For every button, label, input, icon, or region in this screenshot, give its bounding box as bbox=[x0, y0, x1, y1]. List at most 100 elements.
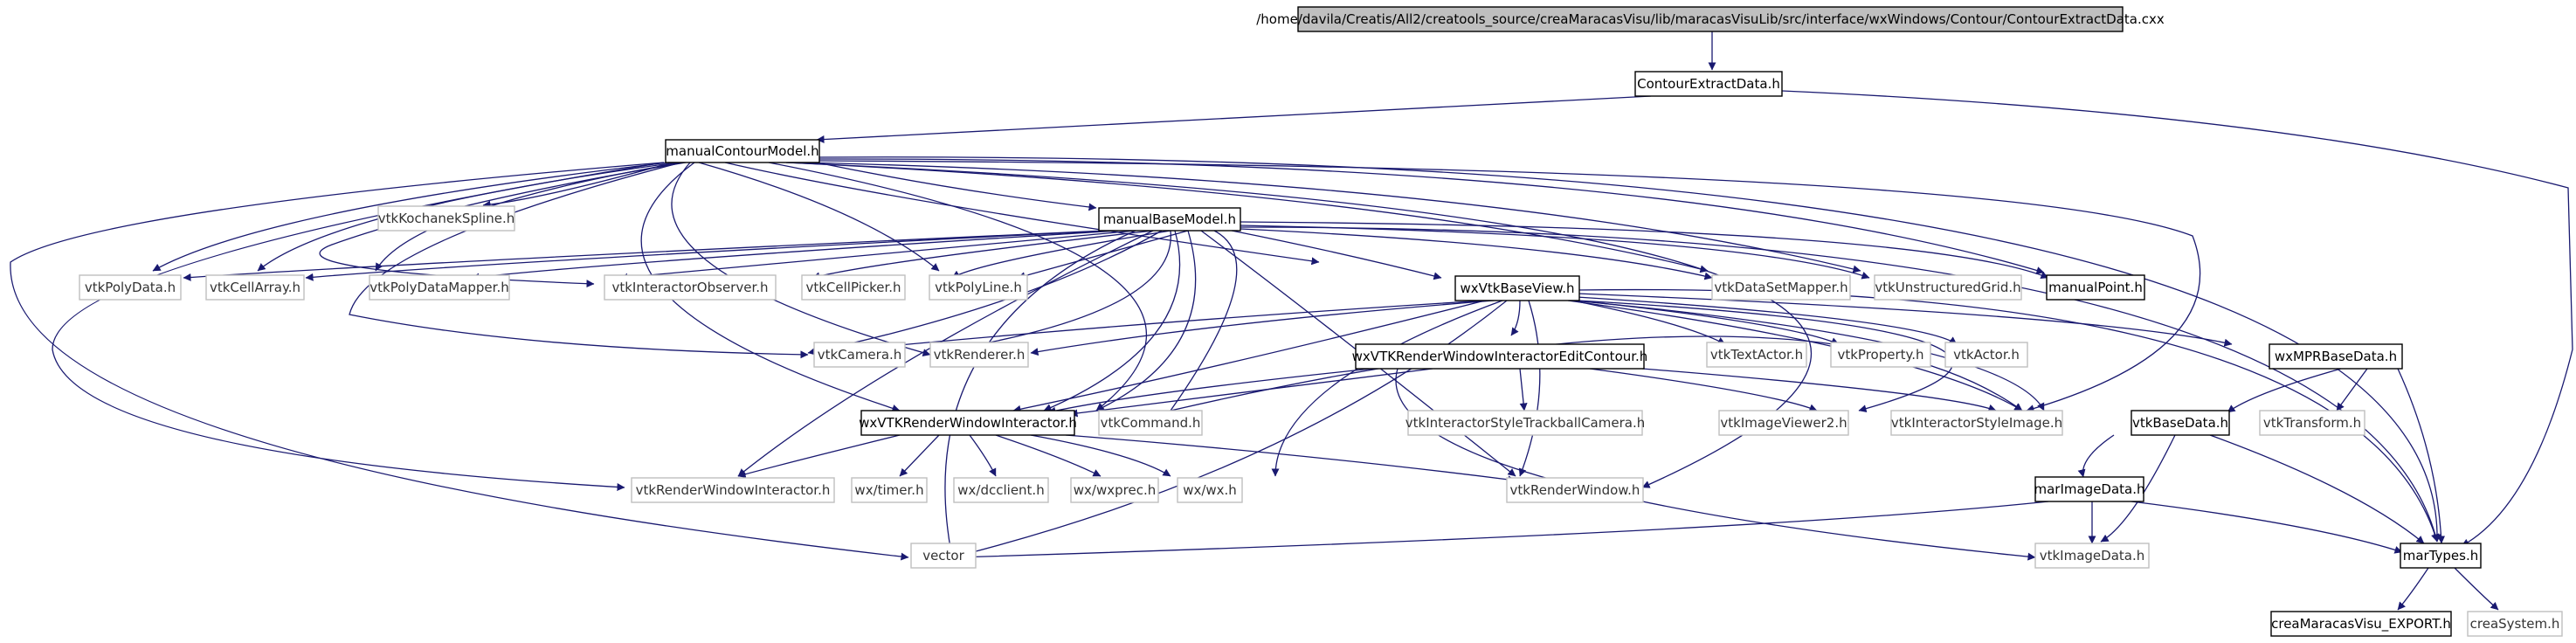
node-crea-system-h[interactable]: creaSystem.h bbox=[2467, 611, 2563, 637]
svg-text:vtkKochanekSpline.h: vtkKochanekSpline.h bbox=[378, 211, 515, 226]
edge bbox=[319, 162, 687, 288]
edge bbox=[471, 230, 1119, 281]
node-vtk-image-viewer2-h[interactable]: vtkImageViewer2.h bbox=[1718, 410, 1849, 436]
node-vtk-command-h[interactable]: vtkCommand.h bbox=[1098, 410, 1203, 436]
node-wx-vtk-base-view-h[interactable]: wxVtkBaseView.h bbox=[1454, 275, 1580, 301]
edge bbox=[811, 230, 1154, 280]
node-vtk-poly-line-h[interactable]: vtkPolyLine.h bbox=[929, 274, 1028, 301]
svg-text:vtkDataSetMapper.h: vtkDataSetMapper.h bbox=[1714, 280, 1847, 295]
edge bbox=[1240, 226, 2440, 543]
svg-text:vtkInteractorObserver.h: vtkInteractorObserver.h bbox=[611, 280, 768, 295]
edge bbox=[2227, 368, 2342, 413]
node-vtk-transform-h[interactable]: vtkTransform.h bbox=[2259, 410, 2365, 436]
node-wx-dcclient-h[interactable]: wx/dcclient.h bbox=[953, 477, 1049, 503]
edge bbox=[956, 501, 2049, 562]
svg-text:vtkProperty.h: vtkProperty.h bbox=[1837, 347, 1923, 363]
dependency-nodes: /home/davila/Creatis/All2/creatools_sour… bbox=[79, 6, 2563, 637]
edge bbox=[1240, 228, 1713, 280]
edge bbox=[811, 158, 2045, 274]
svg-text:ContourExtractData.h: ContourExtractData.h bbox=[1637, 76, 1780, 92]
edge bbox=[1030, 300, 1495, 356]
node-wx-vtk-rwi-edit-contour-h[interactable]: wxVTKRenderWindowInteractorEditContour.h bbox=[1352, 343, 1648, 370]
edge bbox=[1641, 368, 1997, 412]
edge bbox=[816, 156, 2441, 543]
node-manual-base-model-h[interactable]: manualBaseModel.h bbox=[1098, 207, 1241, 232]
node-wx-mpr-base-data-h[interactable]: wxMPRBaseData.h bbox=[2269, 343, 2403, 370]
node-vtk-actor-h[interactable]: vtkActor.h bbox=[1944, 342, 2028, 368]
svg-text:vtkInteractorStyleImage.h: vtkInteractorStyleImage.h bbox=[1891, 415, 2062, 431]
svg-text:vtkImageData.h: vtkImageData.h bbox=[2040, 548, 2145, 563]
svg-text:wx/wxprec.h: wx/wxprec.h bbox=[1074, 482, 1156, 498]
svg-text:vtkUnstructuredGrid.h: vtkUnstructuredGrid.h bbox=[1875, 280, 2020, 295]
edge bbox=[2131, 501, 2403, 554]
svg-text:wx/timer.h: wx/timer.h bbox=[854, 482, 923, 498]
node-vtk-interactor-style-trackball-camera-h[interactable]: vtkInteractorStyleTrackballCamera.h bbox=[1405, 410, 1645, 436]
edge bbox=[10, 162, 909, 561]
edge bbox=[768, 162, 1147, 411]
node-manual-point-h[interactable]: manualPoint.h bbox=[2046, 274, 2145, 301]
edge bbox=[803, 162, 1861, 273]
edge bbox=[619, 230, 1136, 281]
node-vtk-poly-data-mapper-h[interactable]: vtkPolyDataMapper.h bbox=[369, 274, 510, 301]
node-crea-maracas-visu-export-h[interactable]: creaMaracasVisu_EXPORT.h bbox=[2270, 611, 2452, 637]
edge bbox=[737, 230, 1154, 477]
node-vtk-kochanek-spline-h[interactable]: vtkKochanekSpline.h bbox=[377, 205, 515, 232]
svg-text:creaMaracasVisu_EXPORT.h: creaMaracasVisu_EXPORT.h bbox=[2271, 616, 2451, 633]
node-wx-timer-h[interactable]: wx/timer.h bbox=[851, 477, 928, 503]
node-vtk-render-window-interactor-h[interactable]: vtkRenderWindowInteractor.h bbox=[631, 477, 835, 503]
node-vtk-camera-h[interactable]: vtkCamera.h bbox=[813, 342, 906, 368]
svg-text:manualBaseModel.h: manualBaseModel.h bbox=[1103, 211, 1236, 227]
node-vtk-base-data-h[interactable]: vtkBaseData.h bbox=[2131, 410, 2230, 436]
edge bbox=[1095, 230, 1197, 411]
node-contour-extract-data-h[interactable]: ContourExtractData.h bbox=[1634, 71, 1783, 97]
edge bbox=[1571, 300, 1726, 345]
edge bbox=[1047, 368, 1372, 415]
node-vtk-poly-data-h[interactable]: vtkPolyData.h bbox=[79, 274, 182, 301]
node-root-source-file[interactable]: /home/davila/Creatis/All2/creatools_sour… bbox=[1256, 6, 2165, 32]
edge bbox=[816, 160, 2201, 412]
svg-text:vtkTransform.h: vtkTransform.h bbox=[2263, 415, 2361, 431]
edge bbox=[995, 434, 1102, 477]
node-manual-contour-model-h[interactable]: manualContourModel.h bbox=[665, 139, 820, 163]
node-vtk-render-window-h[interactable]: vtkRenderWindow.h bbox=[1506, 477, 1644, 503]
edge bbox=[816, 95, 1652, 144]
node-wx-wxprec-h[interactable]: wx/wxprec.h bbox=[1070, 477, 1159, 503]
edge bbox=[1395, 368, 2036, 561]
edge bbox=[969, 434, 997, 477]
node-vtk-text-actor-h[interactable]: vtkTextActor.h bbox=[1706, 342, 1807, 368]
svg-text:marTypes.h: marTypes.h bbox=[2403, 548, 2479, 563]
node-vtk-cell-array-h[interactable]: vtkCellArray.h bbox=[205, 274, 305, 301]
edge bbox=[724, 162, 1320, 266]
node-vtk-interactor-observer-h[interactable]: vtkInteractorObserver.h bbox=[604, 274, 777, 301]
node-vtk-renderer-h[interactable]: vtkRenderer.h bbox=[929, 342, 1029, 368]
node-vtk-interactor-style-image-h[interactable]: vtkInteractorStyleImage.h bbox=[1890, 410, 2063, 436]
node-vtk-property-h[interactable]: vtkProperty.h bbox=[1830, 342, 1931, 368]
svg-text:vector: vector bbox=[922, 548, 964, 563]
node-vtk-cell-picker-h[interactable]: vtkCellPicker.h bbox=[801, 274, 906, 301]
edge bbox=[1030, 434, 1171, 477]
svg-text:vtkBaseData.h: vtkBaseData.h bbox=[2132, 415, 2228, 431]
svg-text:vtkPolyData.h: vtkPolyData.h bbox=[85, 280, 176, 295]
edge bbox=[1576, 296, 1958, 345]
svg-text:manualPoint.h: manualPoint.h bbox=[2048, 280, 2143, 295]
svg-text:wxVTKRenderWindowInteractorEdi: wxVTKRenderWindowInteractorEditContour.h bbox=[1352, 349, 1648, 364]
node-mar-types-h[interactable]: marTypes.h bbox=[2400, 543, 2482, 569]
node-vtk-image-data-h[interactable]: vtkImageData.h bbox=[2034, 543, 2150, 569]
node-vector[interactable]: vector bbox=[910, 543, 977, 569]
svg-text:vtkCellPicker.h: vtkCellPicker.h bbox=[805, 280, 901, 295]
edge bbox=[1589, 368, 1818, 412]
node-vtk-data-set-mapper-h[interactable]: vtkDataSetMapper.h bbox=[1711, 274, 1851, 301]
node-wx-vtk-render-window-interactor-h[interactable]: wxVTKRenderWindowInteractor.h bbox=[859, 410, 1077, 436]
svg-text:wxMPRBaseData.h: wxMPRBaseData.h bbox=[2275, 349, 2397, 364]
svg-text:vtkInteractorStyleTrackballCam: vtkInteractorStyleTrackballCamera.h bbox=[1405, 415, 1645, 431]
node-vtk-unstructured-grid-h[interactable]: vtkUnstructuredGrid.h bbox=[1874, 274, 2022, 301]
svg-text:vtkRenderWindow.h: vtkRenderWindow.h bbox=[1510, 482, 1640, 498]
svg-text:vtkCommand.h: vtkCommand.h bbox=[1101, 415, 1201, 431]
edge bbox=[152, 162, 669, 272]
edge bbox=[349, 162, 809, 359]
node-wx-wx-h[interactable]: wx/wx.h bbox=[1177, 477, 1243, 503]
svg-text:vtkCellArray.h: vtkCellArray.h bbox=[210, 280, 300, 295]
node-mar-image-data-h[interactable]: marImageData.h bbox=[2034, 476, 2145, 502]
edge bbox=[2209, 434, 2425, 544]
